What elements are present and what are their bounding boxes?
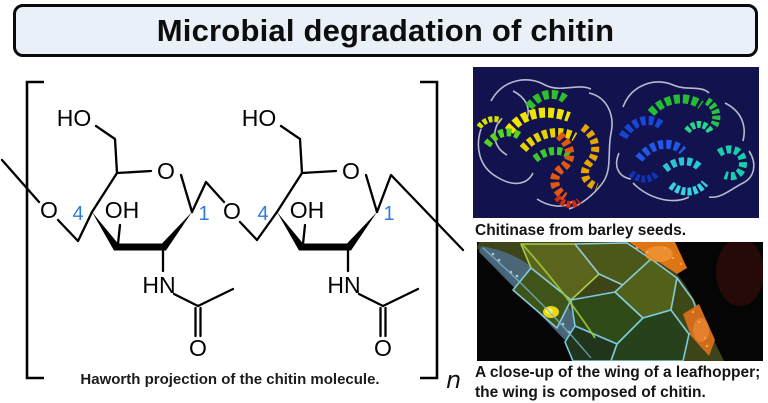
ring1-n-carbonyl-bond bbox=[172, 292, 200, 308]
chitin-haworth-diagram: O HO O OH HN O O HO O OH HN O 4 1 4 1 bbox=[0, 80, 465, 380]
ring1-methyl-bond bbox=[196, 287, 235, 308]
wing-caption: A close-up of the wing of a leafhopper; … bbox=[475, 363, 760, 402]
chitinase-caption: Chitinase from barley seeds. bbox=[475, 222, 687, 239]
atom-labels: O HO O OH HN O O HO O OH HN O bbox=[40, 105, 392, 361]
protein-helices-left bbox=[476, 89, 600, 208]
repeat-subscript-n: n bbox=[446, 366, 462, 394]
position-numbers: 4 1 4 1 bbox=[72, 203, 394, 225]
chitinase-ribbon-image bbox=[473, 67, 759, 218]
left-glycosidic-bond bbox=[56, 210, 94, 243]
ring1-position-1-label: 1 bbox=[198, 203, 209, 225]
protein-loops bbox=[477, 79, 755, 210]
left-glycosidic-oxygen-label: O bbox=[40, 197, 58, 223]
ring1-hn-label: HN bbox=[142, 272, 175, 298]
ring2-oh-bond bbox=[301, 223, 307, 246]
right-bracket bbox=[420, 80, 439, 380]
wing-yellow-vein bbox=[522, 244, 596, 339]
protein-background bbox=[473, 67, 759, 218]
chain-out-bond bbox=[375, 173, 465, 252]
ring2-ring-oxygen-label: O bbox=[342, 158, 360, 184]
bridge-oxygen-label: O bbox=[223, 198, 241, 224]
ring1-front-wedge bbox=[92, 212, 192, 251]
wing-caption-line1: A close-up of the wing of a leafhopper; bbox=[475, 364, 761, 381]
ring2-position-4-label: 4 bbox=[257, 203, 268, 225]
ring1-position-4-label: 4 bbox=[72, 203, 83, 225]
bond-lines bbox=[0, 124, 465, 338]
chain-in-bond bbox=[0, 158, 41, 204]
wing-caption-line2: the wing is composed of chitin. bbox=[475, 383, 706, 401]
bridge-c4-bond bbox=[238, 210, 279, 242]
ring2-position-1-label: 1 bbox=[383, 203, 394, 225]
ring1-c1-bridge-bond bbox=[190, 180, 226, 214]
ring1-oh-bond bbox=[116, 223, 122, 246]
leafhopper-wing-image bbox=[477, 242, 763, 361]
ring2-carbonyl-oxygen-label: O bbox=[374, 335, 392, 361]
ring1-ho-label: HO bbox=[57, 105, 92, 131]
wing-dark-red-glow bbox=[716, 242, 763, 306]
title-banner: Microbial degradation of chitin bbox=[13, 4, 758, 57]
repeat-brackets bbox=[25, 80, 439, 380]
ring1-ch2oh-bond bbox=[94, 124, 119, 175]
ring2-n-carbonyl-bond bbox=[357, 292, 385, 308]
wing-cyan-edge-vein bbox=[482, 247, 592, 359]
ring1-top-right-edge bbox=[179, 173, 194, 214]
wing-orange-speckles bbox=[635, 246, 709, 348]
wing-orange-highlight-right bbox=[693, 318, 709, 342]
wing-orange-highlight-top bbox=[645, 246, 673, 262]
ring2-front-wedge bbox=[277, 212, 377, 251]
ring2-methyl-bond bbox=[381, 287, 420, 308]
molecule-caption: Haworth projection of the chitin molecul… bbox=[80, 371, 380, 388]
left-bracket bbox=[25, 80, 44, 380]
protein-helices-right bbox=[619, 94, 748, 196]
ring1-oh-label: OH bbox=[105, 197, 140, 223]
ring2-hn-label: HN bbox=[327, 272, 360, 298]
page-title: Microbial degradation of chitin bbox=[156, 12, 615, 48]
ring2-ho-label: HO bbox=[242, 105, 277, 131]
ring2-oh-label: OH bbox=[290, 197, 325, 223]
ring2-top-right-edge bbox=[364, 173, 379, 214]
ring1-ring-oxygen-label: O bbox=[157, 158, 175, 184]
ring2-ch2oh-bond bbox=[279, 124, 304, 175]
ring1-carbonyl-oxygen-label: O bbox=[189, 335, 207, 361]
